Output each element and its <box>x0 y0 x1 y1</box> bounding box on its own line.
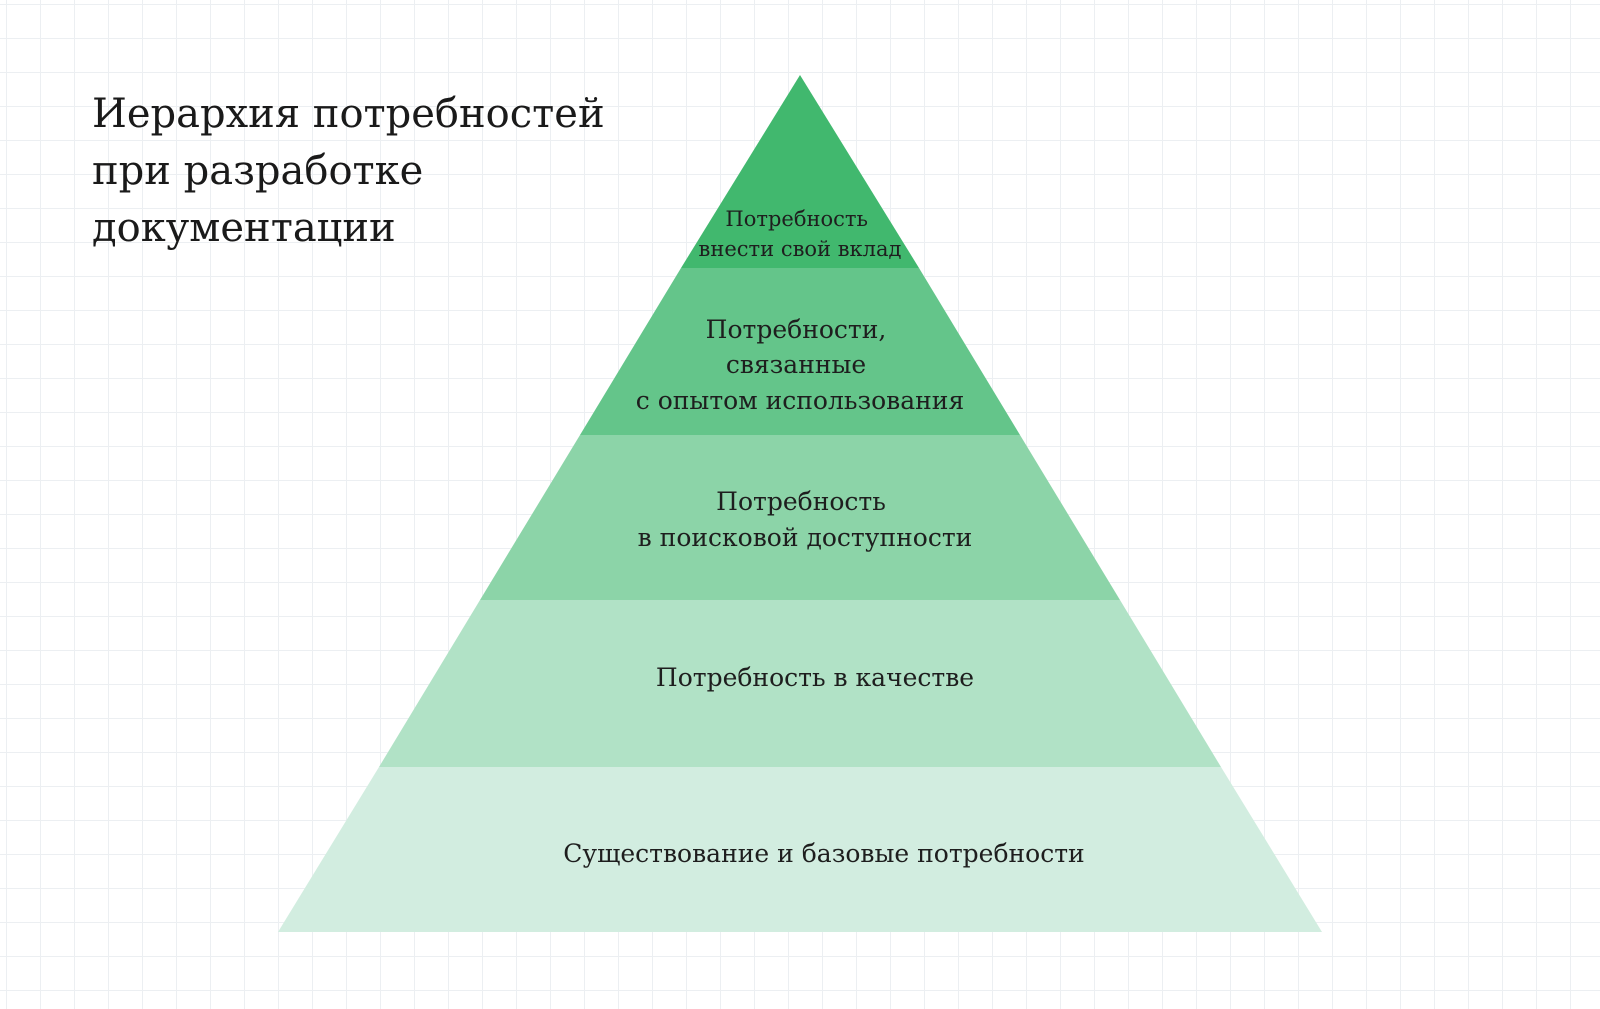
title-line-2: при разработке <box>92 148 424 194</box>
pyramid-level-3-label: Потребность в поисковой доступности <box>638 487 973 552</box>
pyramid-level-4-band <box>379 600 1221 767</box>
pyramid-level-2-line-1: Потребности, <box>706 315 887 344</box>
pyramid-level-3-line-1: Потребность <box>716 487 886 516</box>
pyramid-level-1-line-1: Потребность <box>725 207 868 231</box>
pyramid-level-5-band <box>278 767 1322 932</box>
pyramid-level-2-line-3: с опытом использования <box>636 386 964 415</box>
pyramid-level-5: Существование и базовые потребности <box>278 767 1322 932</box>
pyramid-level-1: Потребность внести свой вклад <box>681 75 919 268</box>
title-line-3: документации <box>92 205 396 251</box>
pyramid-level-1-label: Потребность внести свой вклад <box>699 207 902 261</box>
pyramid-level-2-band <box>580 268 1020 435</box>
pyramid-level-5-line-1: Существование и базовые потребности <box>563 839 1084 868</box>
pyramid-level-3: Потребность в поисковой доступности <box>480 435 1120 600</box>
pyramid-level-3-line-2: в поисковой доступности <box>638 523 973 552</box>
pyramid-level-5-label: Существование и базовые потребности <box>563 839 1084 868</box>
diagram-title: Иерархия потребностей при разработке док… <box>92 86 605 257</box>
pyramid-level-4: Потребность в качестве <box>379 600 1221 767</box>
pyramid-level-2-line-2: связанные <box>726 350 866 379</box>
pyramid-level-1-line-2: внести свой вклад <box>699 237 902 261</box>
pyramid-level-2-label: Потребности, связанные с опытом использо… <box>636 315 964 415</box>
pyramid-level-1-band <box>681 75 919 268</box>
pyramid-level-3-band <box>480 435 1120 600</box>
title-line-1: Иерархия потребностей <box>92 91 605 137</box>
pyramid-level-4-label: Потребность в качестве <box>656 663 974 692</box>
pyramid-level-4-line-1: Потребность в качестве <box>656 663 974 692</box>
pyramid-level-2: Потребности, связанные с опытом использо… <box>580 268 1020 435</box>
